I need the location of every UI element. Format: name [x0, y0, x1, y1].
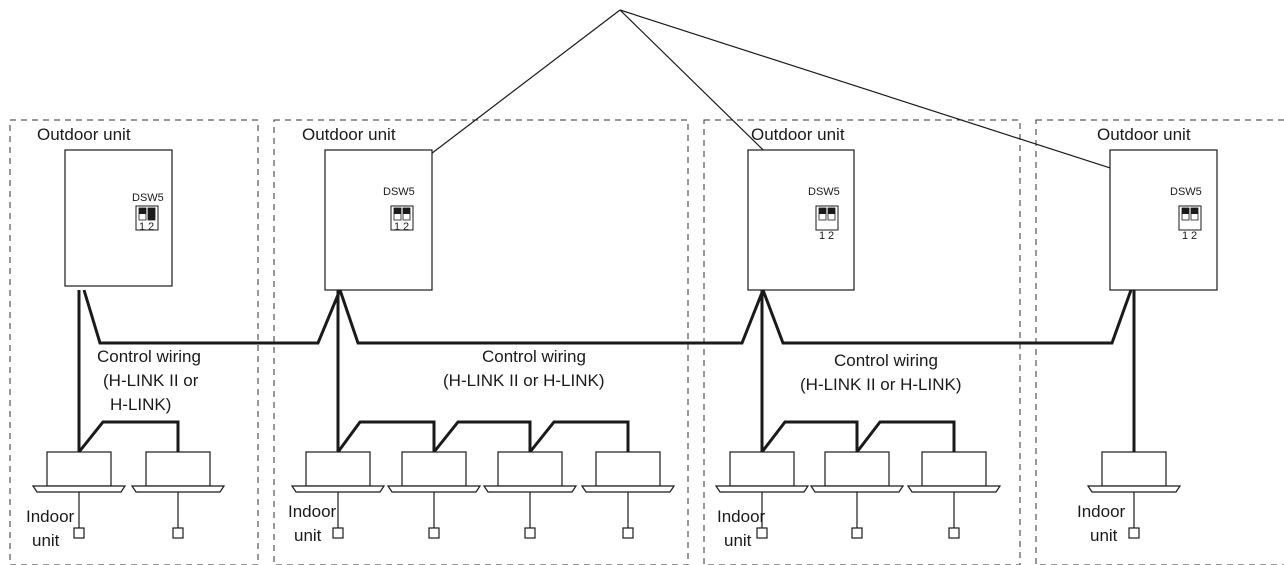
indoor-unit: [31, 451, 127, 539]
switch-number-2: 2: [828, 230, 834, 242]
indoor-label-1-line1: Indoor: [26, 507, 75, 526]
group-boundary-1: [9, 119, 259, 565]
indoor-label-1-line2: unit: [32, 531, 60, 550]
indoor-unit-panel: [130, 485, 226, 493]
indoor-unit-panel: [1086, 485, 1182, 493]
control-wiring: [77, 289, 1136, 457]
switch-1-knob-on: [394, 208, 401, 214]
switch-number-2: 2: [148, 221, 154, 233]
wiring-label-1-line2: (H-LINK II or: [103, 371, 199, 390]
indoor-unit-panel: [482, 485, 578, 493]
outdoor-unit-box: [324, 149, 433, 291]
wiring-label-3-line2: (H-LINK II or H-LINK): [800, 375, 962, 394]
switch-1-knob-on: [139, 208, 146, 214]
indoor-label-2-line2: unit: [294, 526, 322, 545]
wiring-label-1-line1: Control wiring: [97, 347, 201, 366]
switch-number-1: 1: [139, 221, 145, 233]
indoor-chain-2: [336, 420, 630, 457]
switch-number-1: 1: [819, 230, 825, 242]
switch-number-2: 2: [403, 221, 409, 233]
indoor-chain-3: [760, 420, 956, 457]
indoor-unit-body: [401, 451, 467, 487]
outdoor-unit-label: Outdoor unit: [1097, 125, 1191, 144]
indoor-unit-panel: [906, 485, 1002, 493]
wiring-label-2-line1: Control wiring: [482, 347, 586, 366]
wiring-label-3-line1: Control wiring: [834, 351, 938, 370]
indoor-label-3-line2: unit: [724, 531, 752, 550]
switch-2-knob-on: [1191, 208, 1198, 214]
indoor-unit: [130, 451, 226, 539]
remote-controller-icon: [756, 527, 768, 539]
indoor-unit-panel: [386, 485, 482, 493]
remote-controller-icon: [1128, 527, 1140, 539]
remote-controller-icon: [428, 527, 440, 539]
indoor-unit: [906, 451, 1002, 539]
dsw5-label: DSW5: [132, 192, 164, 204]
indoor-unit-body: [921, 451, 987, 487]
outdoor-unit-4: Outdoor unit DSW5 1 2: [1097, 125, 1218, 291]
remote-controller-icon: [524, 527, 536, 539]
switch-2-knob-on: [403, 208, 410, 214]
indoor-unit-panel: [580, 485, 676, 493]
indoor-units: [31, 451, 1182, 539]
indoor-label-3-line1: Indoor: [717, 507, 766, 526]
outdoor-unit-label: Outdoor unit: [37, 125, 131, 144]
switch-2-knob-on: [148, 208, 155, 220]
outdoor-unit-label: Outdoor unit: [751, 125, 845, 144]
inter-unit-wiring-3: [761, 289, 1133, 345]
indoor-unit: [580, 451, 676, 539]
indoor-unit: [1086, 451, 1182, 539]
wiring-label-2-line2: (H-LINK II or H-LINK): [443, 371, 605, 390]
dsw5-label: DSW5: [383, 186, 415, 198]
outdoor-unit-2: Outdoor unit DSW5 1 2: [302, 125, 433, 291]
indoor-unit-body: [595, 451, 661, 487]
switch-number-1: 1: [394, 221, 400, 233]
remote-controller-icon: [851, 527, 863, 539]
indoor-unit-body: [46, 451, 112, 487]
indoor-unit-body: [729, 451, 795, 487]
dsw5-label: DSW5: [1170, 186, 1202, 198]
indoor-chain-1: [77, 420, 180, 453]
leader-line-2: [401, 9, 621, 177]
switch-1-knob-on: [1182, 208, 1189, 214]
wiring-label-1-line3: H-LINK): [110, 395, 171, 414]
indoor-unit-panel: [290, 485, 386, 493]
outdoor-unit-3: Outdoor unit DSW5 1 2: [747, 125, 855, 291]
inter-unit-wiring-2: [338, 289, 765, 345]
indoor-unit-body: [145, 451, 211, 487]
inter-unit-wiring-1: [82, 289, 342, 345]
switch-1-knob-on: [819, 208, 826, 214]
remote-controller-icon: [332, 527, 344, 539]
remote-controller-icon: [172, 527, 184, 539]
indoor-unit-panel: [31, 485, 127, 493]
indoor-label-2-line1: Indoor: [288, 502, 337, 521]
indoor-unit: [386, 451, 482, 539]
remote-controller-icon: [622, 527, 634, 539]
remote-controller-icon: [948, 527, 960, 539]
leader-line-4: [619, 9, 1167, 187]
indoor-unit-panel: [809, 485, 905, 493]
switch-number-2: 2: [1191, 230, 1197, 242]
indoor-unit: [809, 451, 905, 539]
indoor-label-4-line1: Indoor: [1077, 502, 1126, 521]
outdoor-unit-1: Outdoor unit DSW5 1 2: [37, 125, 173, 287]
indoor-unit: [482, 451, 578, 539]
indoor-label-4-line2: unit: [1090, 526, 1118, 545]
indoor-unit-body: [824, 451, 890, 487]
indoor-unit: [290, 451, 386, 539]
indoor-unit: [714, 451, 810, 539]
dsw5-label: DSW5: [808, 186, 840, 198]
outdoor-unit-label: Outdoor unit: [302, 125, 396, 144]
indoor-unit-body: [1101, 451, 1167, 487]
switch-2-knob-on: [828, 208, 835, 214]
indoor-unit-body: [305, 451, 371, 487]
indoor-unit-panel: [714, 485, 810, 493]
indoor-unit-body: [497, 451, 563, 487]
remote-controller-icon: [73, 527, 85, 539]
switch-number-1: 1: [1182, 230, 1188, 242]
